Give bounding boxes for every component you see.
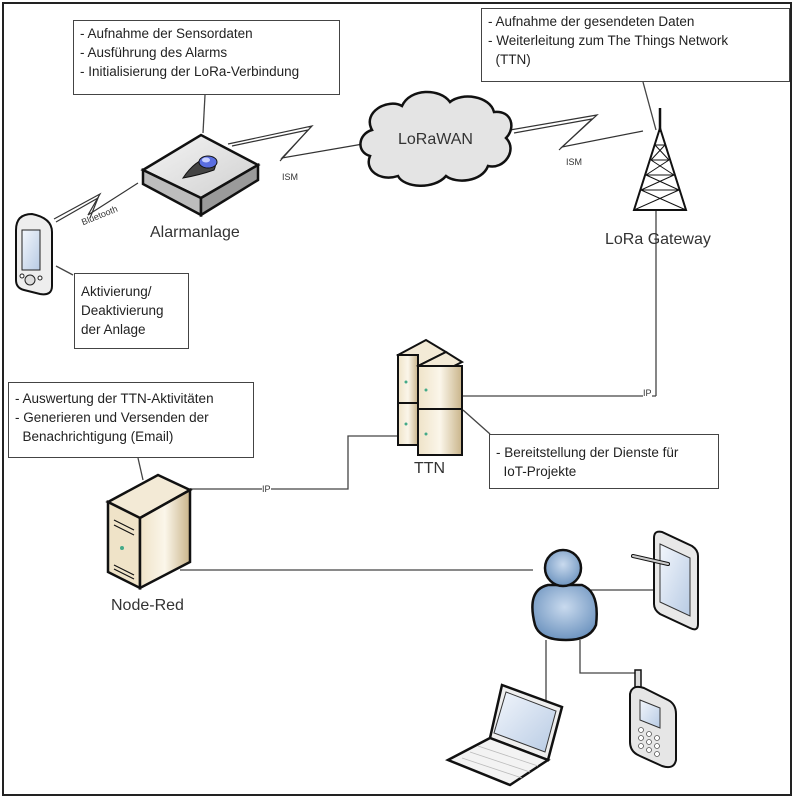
line-phone-note (55, 265, 74, 276)
alarm-label: Alarmanlage (150, 224, 240, 241)
ip-nodered-label: IP (262, 484, 271, 494)
nodered-server-icon (105, 473, 193, 591)
lorawan-label: LoRaWAN (398, 131, 473, 148)
ism-left-label: ISM (282, 172, 299, 182)
ism-right-label: ISM (566, 157, 583, 167)
nodered-note-line: - Auswertung der TTN-Aktivitäten (15, 391, 214, 406)
tablet-icon (631, 530, 699, 631)
gateway-note-box: - Aufnahme der gesendeten Daten - Weiter… (481, 8, 790, 82)
line-ttn-note (462, 409, 491, 435)
alarm-note-line: - Ausführung des Alarms (80, 45, 228, 60)
ttn-note-box: - Bereitstellung der Dienste für IoT-Pro… (489, 434, 719, 489)
bluetooth-link-shadow (55, 196, 100, 223)
ism-link-right (509, 114, 644, 149)
gateway-note-line: - Weiterleitung zum The Things Network (488, 33, 729, 48)
user-icon (531, 548, 598, 642)
laptop-icon (445, 683, 564, 787)
phone-note-line: der Anlage (81, 322, 146, 337)
ttn-server-cluster-icon (395, 338, 465, 456)
nodered-label: Node-Red (111, 597, 184, 614)
gateway-note-line: (TTN) (488, 52, 531, 67)
lora-gateway-tower-icon (632, 108, 688, 211)
alarm-note-line: - Initialisierung der LoRa-Verbindung (80, 64, 300, 79)
gateway-note-line: - Aufnahme der gesendeten Daten (488, 14, 695, 29)
mobile-phone-icon (629, 669, 677, 769)
line-alarm-note (202, 94, 206, 134)
pda-phone-icon (15, 212, 53, 296)
line-user-phone (579, 640, 636, 674)
bluetooth-link (53, 182, 139, 220)
nodered-note-line: - Generieren und Versenden der (15, 410, 209, 425)
nodered-note-line: Benachrichtigung (Email) (15, 429, 174, 444)
ttn-label: TTN (414, 460, 446, 477)
lorawan-cloud-icon (359, 90, 513, 187)
ttn-note-line: IoT-Projekte (496, 464, 577, 479)
nodered-note-box: - Auswertung der TTN-Aktivitäten - Gener… (8, 382, 254, 458)
alarm-note-line: - Aufnahme der Sensordaten (80, 26, 253, 41)
ism-link-left-shadow (231, 129, 310, 162)
line-nodered-note (137, 457, 144, 481)
phone-note-line: Deaktivierung (81, 303, 164, 318)
ism-link-right-shadow (513, 118, 594, 151)
ip-gateway-label: IP (643, 388, 652, 398)
ttn-note-line: - Bereitstellung der Dienste für (496, 445, 679, 460)
gateway-label: LoRa Gateway (605, 231, 711, 248)
alarm-device-icon (140, 133, 261, 218)
line-gateway-note (642, 81, 657, 131)
alarm-note-box: - Aufnahme der Sensordaten - Ausführung … (73, 20, 340, 95)
phone-note-line: Aktivierung/ (81, 284, 152, 299)
wireless-links (53, 114, 644, 223)
phone-note-box: Aktivierung/ Deaktivierung der Anlage (74, 273, 189, 349)
